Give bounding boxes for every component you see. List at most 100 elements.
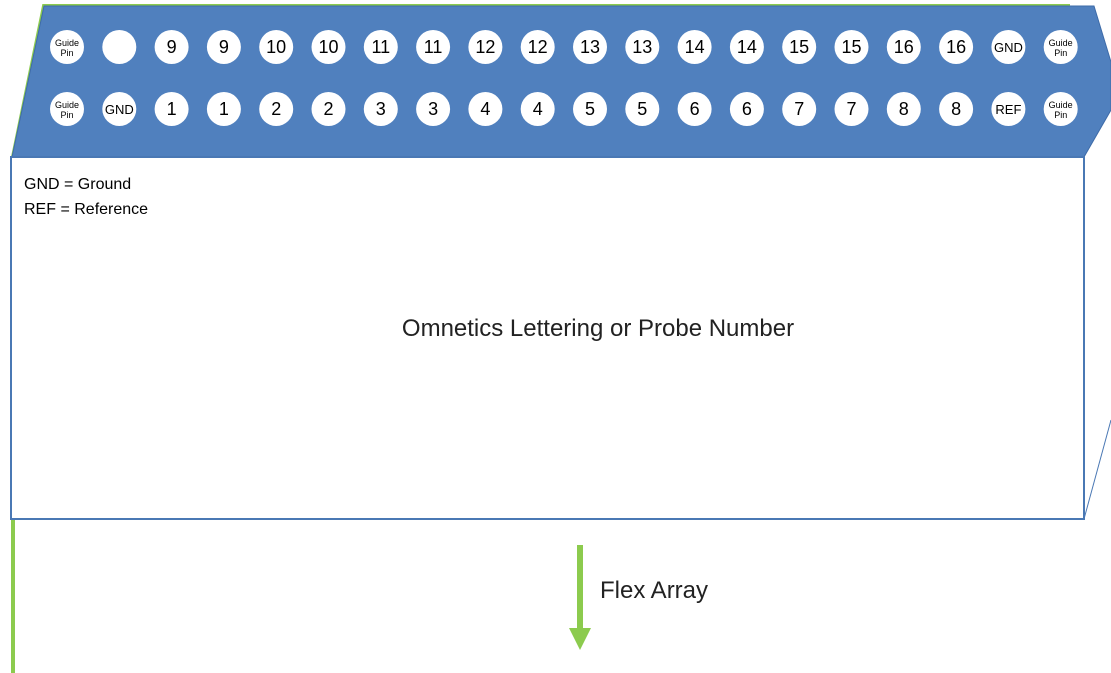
pin-circle: [834, 30, 869, 64]
pin-label: 9: [219, 37, 229, 57]
pin-circle: [939, 92, 974, 126]
pin-circle: [520, 92, 555, 126]
pin-label: 4: [480, 99, 490, 119]
pin: 15: [834, 30, 869, 64]
pin-circle: [206, 30, 241, 64]
pin: 14: [729, 30, 764, 64]
pin-label: REF: [995, 102, 1021, 117]
pin: 7: [834, 92, 869, 126]
pin-label: GND: [994, 40, 1023, 55]
pin: 13: [573, 30, 607, 64]
pin-circle: [259, 92, 294, 126]
pin: 6: [729, 92, 764, 126]
pin-circle: [102, 30, 137, 64]
pin-label: 13: [632, 37, 652, 57]
pin-circle: [154, 92, 189, 126]
legend-ref: REF = Reference: [24, 201, 148, 218]
flex-array-label: Flex Array: [600, 577, 708, 604]
pin-label: 7: [846, 99, 856, 119]
pin-circle: [154, 30, 189, 64]
pin-label: 15: [841, 37, 861, 57]
pin: 8: [939, 92, 974, 126]
pin-circle: [729, 92, 764, 126]
pin: 3: [363, 92, 398, 126]
pin: 14: [677, 30, 712, 64]
pin-circle: [416, 30, 451, 64]
pin: 16: [939, 30, 974, 64]
pin-circle: [50, 92, 84, 126]
pin: GND: [102, 92, 137, 126]
pin: 3: [416, 92, 451, 126]
pin: 12: [468, 30, 503, 64]
pin: 8: [886, 92, 921, 126]
pin-label: 6: [742, 99, 752, 119]
pin-circle: [677, 92, 712, 126]
pin-circle: [782, 92, 817, 126]
pin: GND: [991, 30, 1026, 64]
pin-label: 10: [266, 37, 286, 57]
pin-circle: [468, 92, 503, 126]
pin-label: 16: [946, 37, 966, 57]
pin: REF: [991, 92, 1026, 126]
body-label: Omnetics Lettering or Probe Number: [402, 315, 794, 342]
pin-label: 15: [789, 37, 809, 57]
pin-label: 11: [424, 37, 443, 57]
pin-circle: [782, 30, 817, 64]
pin-label: 4: [533, 99, 543, 119]
pin-circle: [468, 30, 503, 64]
pin-circle: [416, 92, 451, 126]
pin: 1: [154, 92, 189, 126]
pin-label: 11: [371, 37, 390, 57]
pin-circle: [886, 92, 921, 126]
pin-label: 7: [794, 99, 804, 119]
pin-label: 14: [685, 37, 705, 57]
pin: 9: [206, 30, 241, 64]
pin-circle: [1043, 30, 1078, 64]
pin: 16: [886, 30, 921, 64]
pin-circle: [991, 92, 1026, 126]
pin-label: 1: [219, 99, 229, 119]
pin-circle: [102, 92, 137, 126]
pin-circle: [834, 92, 869, 126]
pin-circle: [363, 30, 398, 64]
pin: [102, 30, 137, 64]
pin-circle: [886, 30, 921, 64]
pin-circle: [991, 30, 1026, 64]
pin-label: 3: [428, 99, 438, 119]
pin-label: 2: [271, 99, 281, 119]
pin-circle: [677, 30, 712, 64]
pin-circle: [363, 92, 398, 126]
pin: 6: [677, 92, 712, 126]
pin-circle: [939, 30, 974, 64]
pin-label: 16: [894, 37, 914, 57]
pin: 10: [259, 30, 294, 64]
pin-label: 6: [690, 99, 700, 119]
pin: 11: [416, 30, 451, 64]
pin-circle: [311, 92, 346, 126]
pin-circle: [573, 30, 607, 64]
pin-label: 14: [737, 37, 757, 57]
pin: 7: [782, 92, 817, 126]
pin-label: 9: [167, 37, 177, 57]
pin: 2: [259, 92, 294, 126]
pin-circle: [520, 30, 555, 64]
pin: 2: [311, 92, 346, 126]
pin: 4: [520, 92, 555, 126]
pin-label: 2: [323, 99, 333, 119]
pin-circle: [625, 30, 660, 64]
pin-circle: [206, 92, 241, 126]
pin: 1: [206, 92, 241, 126]
connector-header: [11, 5, 1111, 158]
pin-label: GND: [105, 102, 134, 117]
pin: 10: [311, 30, 346, 64]
pin: 4: [468, 92, 503, 126]
pin-label: 1: [167, 99, 177, 119]
pin: 11: [363, 30, 398, 64]
